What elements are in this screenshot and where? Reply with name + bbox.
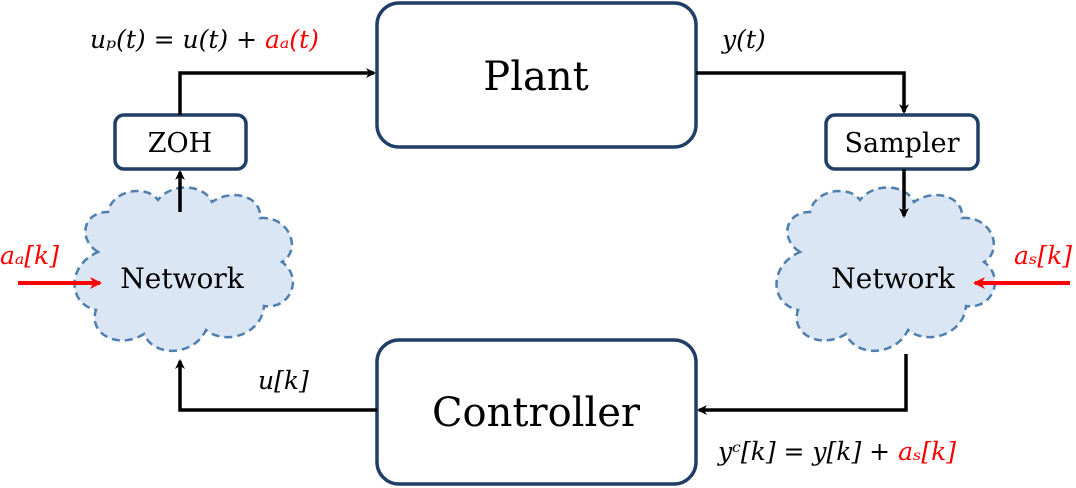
plant-input-attack-term: aₐ(t)	[265, 25, 319, 54]
sensor-attack-label: aₛ[k]	[1014, 241, 1072, 270]
sampler-block	[824, 113, 980, 171]
wire-plant-to-sampler	[696, 71, 909, 114]
network-cloud-right	[775, 186, 996, 352]
wire-zoh-to-plant	[178, 68, 376, 115]
actuator-attack-label: aₐ[k]	[0, 241, 59, 270]
network-label-right: Network	[831, 262, 956, 295]
wire-network-to-controller	[697, 354, 908, 415]
wire-controller-to-network	[175, 359, 377, 412]
sampler-label: Sampler	[844, 128, 959, 159]
controller-input-equation-main: yᶜ[k] = y[k] +	[717, 437, 898, 466]
plant-output-label: y(t)	[721, 25, 766, 54]
controller-output-label: u[k]	[258, 366, 309, 395]
controller-block	[375, 338, 698, 486]
controller-input-equation: yᶜ[k] = y[k] + aₛ[k]	[717, 437, 956, 466]
network-label-left: Network	[120, 262, 245, 295]
plant-input-equation-main: uₚ(t) = u(t) +	[90, 25, 265, 54]
plant-input-equation: uₚ(t) = u(t) + aₐ(t)	[90, 25, 319, 54]
network-cloud-left	[73, 186, 294, 352]
controller-input-attack-term: aₛ[k]	[898, 437, 956, 466]
plant-label: Plant	[483, 54, 588, 100]
plant-block	[375, 1, 698, 149]
zoh-label: ZOH	[148, 128, 212, 159]
controller-label: Controller	[432, 390, 641, 436]
